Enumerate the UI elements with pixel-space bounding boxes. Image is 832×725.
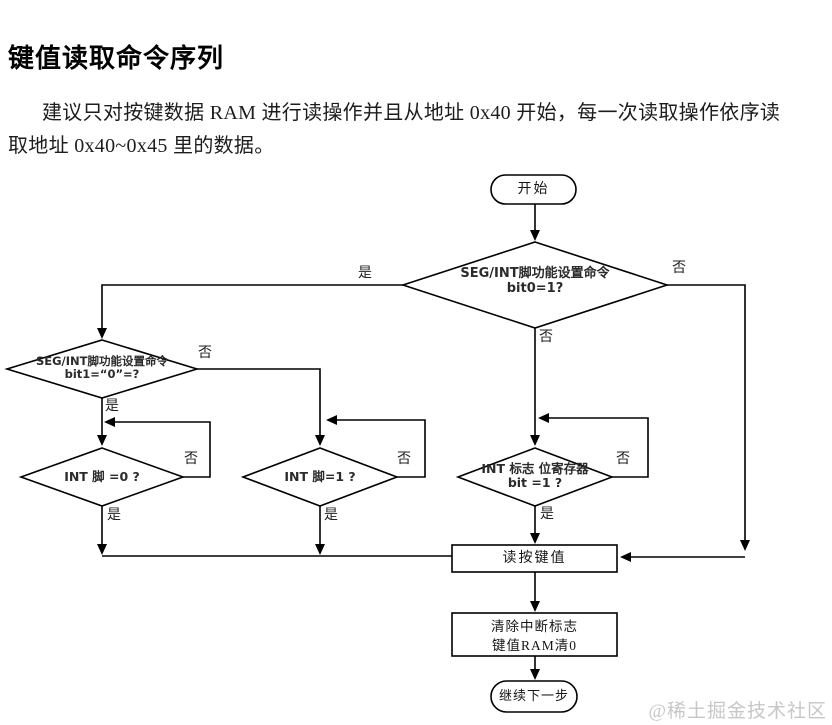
edge-label-flag-yes: 是 — [540, 507, 554, 522]
arrowhead-left-icon — [620, 552, 631, 562]
edge-label-int1-yes: 是 — [324, 508, 338, 523]
arrowhead-down-icon — [315, 435, 325, 446]
edge-label-bit1-yes: 是 — [105, 399, 119, 414]
decision-flag-label: INT 标志 位寄存器 bit =1 ? — [465, 461, 605, 491]
decision-int0-label: INT 脚 =0 ? — [64, 469, 140, 484]
start-terminator-shape — [490, 174, 577, 205]
edge-label-bit0-no-right: 否 — [672, 261, 686, 276]
edge-label-bit1-no: 否 — [198, 346, 212, 361]
edge-label-bit0-yes: 是 — [358, 266, 372, 281]
edge-label-int0-no: 否 — [184, 452, 198, 467]
arrowhead-down-icon — [740, 540, 750, 551]
edge-bit0-no-right — [667, 284, 746, 541]
arrowhead-down-icon — [530, 533, 540, 544]
edge-bit1-no — [197, 368, 321, 436]
page-title: 键值读取命令序列 — [8, 44, 225, 74]
decision-flag-line2: bit =1 ? — [507, 475, 563, 491]
decision-flag-line1: INT 标志 位寄存器 — [481, 461, 589, 476]
edge-bit0-yes — [101, 284, 403, 330]
body-paragraph-line2: 取地址 0x40~0x45 里的数据。 — [8, 135, 275, 157]
edge-label-bit0-no-down: 否 — [539, 330, 553, 345]
process-clear-label: 清除中断标志 键值RAM清0 — [452, 617, 617, 655]
process-clear-line1: 清除中断标志 — [491, 619, 578, 634]
edge-flag-no-loop — [548, 417, 649, 478]
arrowhead-left-icon — [104, 417, 115, 427]
arrowhead-left-icon — [538, 413, 549, 423]
edge-label-flag-no: 否 — [616, 452, 630, 467]
decision-bit1-label: SEG/INT脚功能设置命令 bit1=“0”=? — [10, 354, 194, 382]
decision-bit0-line2: bit0=1? — [506, 280, 564, 296]
arrowhead-down-icon — [530, 669, 540, 680]
arrowhead-down-icon — [530, 435, 540, 446]
decision-bit0-line1: SEG/INT脚功能设置命令 — [460, 266, 610, 281]
arrowhead-down-icon — [530, 230, 540, 241]
arrowhead-down-icon — [530, 601, 540, 612]
arrowhead-down-icon — [97, 435, 107, 446]
edge-label-int0-yes: 是 — [107, 508, 121, 523]
start-label: 开始 — [517, 182, 550, 197]
edge-int1-no-loop — [336, 419, 426, 478]
arrowhead-down-icon — [97, 544, 107, 555]
decision-int1-label: INT 脚=1 ? — [284, 469, 356, 484]
watermark: @稀土掘金技术社区 — [648, 701, 827, 722]
process-clear-line2: 键值RAM清0 — [491, 638, 577, 653]
decision-bit1-line1: SEG/INT脚功能设置命令 — [35, 354, 169, 368]
process-read-label: 读按键值 — [502, 551, 567, 566]
edge-label-int1-no: 否 — [397, 452, 411, 467]
end-terminator-shape — [490, 680, 578, 713]
decision-bit1-line2: bit1=“0”=? — [64, 367, 140, 382]
decision-bit0-label: SEG/INT脚功能设置命令 bit0=1? — [415, 266, 655, 297]
body-paragraph-line1: 建议只对按键数据 RAM 进行读操作并且从地址 0x40 开始，每一次读取操作依… — [42, 102, 781, 124]
arrowhead-down-icon — [315, 544, 325, 555]
arrowhead-down-icon — [97, 328, 107, 339]
arrowhead-left-icon — [326, 415, 337, 425]
edge-int0-no-loop — [114, 421, 211, 478]
end-label: 继续下一步 — [498, 688, 569, 703]
